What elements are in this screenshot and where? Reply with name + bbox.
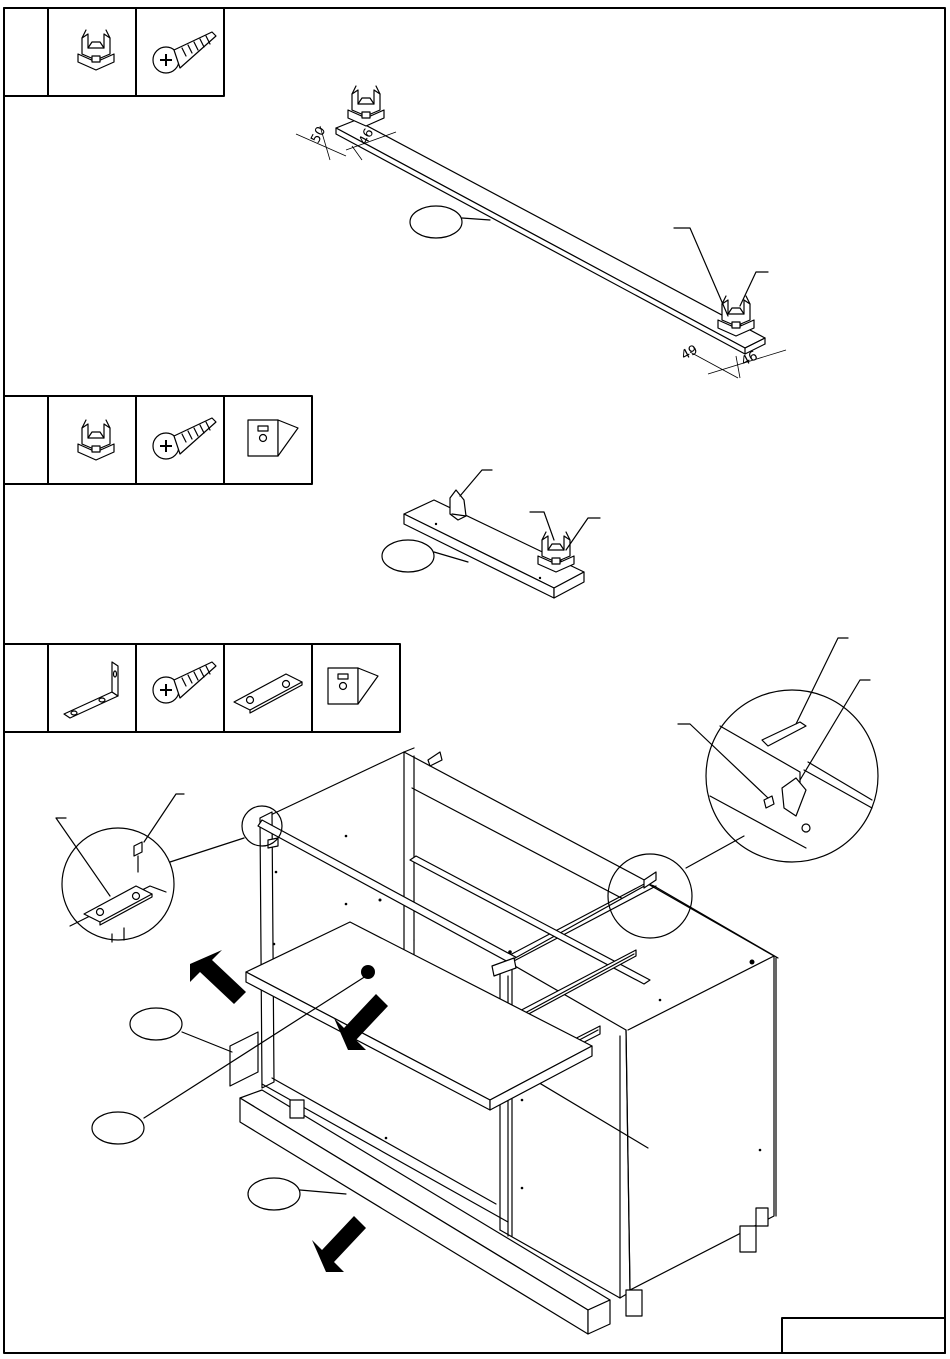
cam-dowel-clip-icon [538,532,574,572]
insertion-arrow-icon [190,950,246,1004]
wood-screw-icon [153,662,216,703]
step-2-parts-table [4,396,312,484]
leader-line [144,794,184,842]
page-border [4,8,945,1353]
dimension-label: 49 [679,343,701,364]
step-3-parts-table [4,644,400,732]
step-3 [4,638,878,1334]
step-1-long-panel [336,120,765,354]
wood-screw-icon [153,32,216,73]
detail-magnifier-left [56,794,282,942]
step-1-parts-table [4,8,224,96]
step-3-plinth-callout [248,1178,346,1210]
angle-bracket [450,490,466,520]
cam-dowel-clip-icon [348,86,384,126]
step-3-side-callout [130,1008,232,1052]
leader-line [566,518,600,550]
side-piece [230,1032,258,1086]
step-1: 50 46 49 46 [4,8,786,378]
angle-bracket [428,752,442,766]
wood-screw-icon [153,418,216,459]
cam-dowel-clip-icon [718,296,754,336]
leader-line [530,512,554,540]
l-bracket-icon [64,662,118,718]
plinth-panel [240,1090,610,1334]
angle-bracket-icon [248,420,298,456]
dimension-label: 50 [308,124,329,146]
flat-plate-icon [234,674,302,713]
cam-dowel-clip-icon [78,420,114,460]
leader-line [460,470,492,496]
insertion-arrow-icon [312,1216,366,1272]
page-corner-box [782,1318,945,1353]
angle-bracket-icon [328,668,378,704]
shelf-support-dot [361,965,375,979]
cam-dowel-clip-icon [78,30,114,70]
step-2 [4,396,600,598]
